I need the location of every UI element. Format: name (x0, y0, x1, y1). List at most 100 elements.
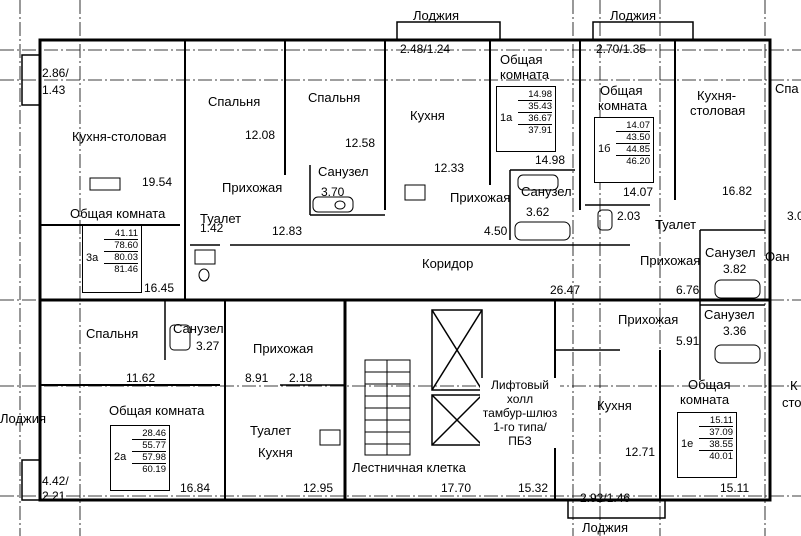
apartment-box-2a: 2а 28.46 55.77 57.98 60.19 (110, 425, 170, 491)
apartment-value: 35.43 (518, 101, 552, 113)
room-living-3a: Общая комната (70, 206, 166, 221)
lift-hall-line-1: Лифтовый (491, 378, 549, 392)
room-kitchen-dining-1: Кухня-столовая (72, 129, 167, 144)
apartment-code: 3а (86, 252, 99, 264)
area-12-08: 12.08 (245, 128, 276, 142)
area-3-70: 3.70 (321, 185, 345, 199)
area-3-0: 3.0 (787, 209, 801, 223)
room-bedroom-2: Спальня (308, 90, 361, 105)
apartment-box-1a: 1а 14.98 35.43 36.67 37.91 (496, 86, 556, 152)
area-3-62: 3.62 (526, 205, 550, 219)
room-hall-1: Прихожая (222, 180, 283, 195)
area-14-07: 14.07 (623, 185, 654, 199)
apartment-value: 80.03 (104, 252, 138, 264)
loggia-label-left: Лоджия (0, 411, 47, 426)
apartment-value: 55.77 (132, 440, 166, 452)
apartment-value: 15.11 (699, 415, 733, 427)
loggia-label-top-left: Лоджия (413, 8, 460, 23)
room-bathroom-3: Санузел (705, 245, 756, 260)
loggia-area-left-bottom-a: 4.42/ (42, 474, 69, 488)
lift-shafts (431, 309, 483, 446)
area-16-84: 16.84 (180, 481, 211, 495)
area-12-58: 12.58 (345, 136, 376, 150)
room-edge-sto: сто (782, 395, 801, 410)
room-hall-4: Прихожая (618, 312, 679, 327)
room-hall-3: Прихожая (640, 253, 701, 268)
apartment-value: 37.91 (528, 125, 552, 136)
area-11-62: 11.62 (126, 371, 156, 385)
apartment-value: 44.85 (616, 144, 650, 156)
room-toilet-1: Туалет (200, 211, 242, 226)
room-bathroom-1: Санузел (318, 164, 369, 179)
room-kitchen-3: Кухня (258, 445, 293, 460)
apartment-box-1e: 1е 15.11 37.09 38.55 40.01 (677, 412, 737, 478)
area-15-32: 15.32 (518, 481, 549, 495)
loggia-area-left-top-a: 2.86/ (42, 66, 69, 80)
area-14-98: 14.98 (535, 153, 566, 167)
apartment-value: 40.01 (709, 451, 733, 462)
loggia-area-bottom: 2.92/1.46 (580, 491, 631, 505)
room-living-1e-top: Общая (688, 377, 731, 392)
lift-hall-line-5: ПБЗ (508, 434, 532, 448)
lift-hall-line-2: холл (506, 392, 534, 406)
area-12-71: 12.71 (625, 445, 656, 459)
room-stair: Лестничная клетка (352, 460, 466, 475)
room-living-1a-top: Общая (500, 52, 543, 67)
area-5-91: 5.91 (676, 334, 700, 348)
area-2-18: 2.18 (289, 371, 313, 385)
room-edge-oan: Оан (765, 249, 790, 264)
lift-hall-line-4: 1-го типа/ (493, 420, 547, 434)
room-lift-hall: Лифтовый холл тамбур-шлюз 1-го типа/ ПБЗ (480, 378, 560, 448)
room-living-1e-bottom: комната (680, 392, 730, 407)
room-toilet-3: Туалет (250, 423, 292, 438)
apartment-value: 46.20 (626, 156, 650, 167)
room-bathroom-4: Санузел (173, 321, 224, 336)
area-3-82: 3.82 (723, 262, 747, 276)
loggia-area-left-top-b: 1.43 (42, 83, 66, 97)
room-kitchen-2: Кухня (597, 398, 632, 413)
loggia-area-left-bottom-b: 2.21 (42, 489, 66, 503)
apartment-code: 2а (114, 451, 127, 463)
room-living-1a-bottom: комната (500, 67, 550, 82)
apartment-code: 1а (500, 112, 513, 124)
lift-hall-line-3: тамбур-шлюз (482, 406, 558, 420)
apartment-code: 1б (598, 143, 611, 155)
area-12-95: 12.95 (303, 481, 334, 495)
room-corridor: Коридор (422, 256, 474, 271)
area-3-27: 3.27 (196, 339, 220, 353)
apartment-value: 41.11 (104, 228, 138, 240)
apartment-box-3a: 3а 41.11 78.60 80.03 81.46 (82, 225, 142, 293)
area-17-70: 17.70 (441, 481, 472, 495)
apartment-value: 78.60 (104, 240, 138, 252)
area-8-91: 8.91 (245, 371, 269, 385)
area-6-76: 6.76 (676, 283, 700, 297)
apartment-value: 60.19 (142, 464, 166, 475)
area-15-11: 15.11 (720, 481, 750, 495)
apartment-value: 37.09 (699, 427, 733, 439)
room-bathroom-2: Санузел (521, 184, 572, 199)
room-edge-spa: Спа (775, 81, 799, 96)
room-bedroom-3: Спальня (86, 326, 139, 341)
loggia-area-top-right: 2.70/1.35 (596, 42, 647, 56)
apartment-value: 81.46 (114, 264, 138, 275)
apartment-value: 14.07 (616, 120, 650, 132)
area-1-42: 1.42 (200, 221, 224, 235)
loggia-area-top-left: 2.48/1.24 (400, 42, 451, 56)
room-hall-2: Прихожая (450, 190, 511, 205)
area-19-54: 19.54 (142, 175, 173, 189)
room-bathroom-5: Санузел (704, 307, 755, 322)
room-toilet-2: Туалет (655, 217, 697, 232)
area-12-33: 12.33 (434, 161, 465, 175)
apartment-value: 38.55 (699, 439, 733, 451)
apartment-code: 1е (681, 438, 694, 450)
room-kitchen-dining-2-bottom: столовая (690, 103, 746, 118)
room-kitchen-dining-2-top: Кухня- (697, 88, 737, 103)
room-kitchen-1: Кухня (410, 108, 445, 123)
room-living-2a: Общая комната (109, 403, 205, 418)
area-26-47: 26.47 (550, 283, 581, 297)
room-living-1b-bottom: комната (598, 98, 648, 113)
fixtures (89, 174, 761, 446)
area-2-03: 2.03 (617, 209, 641, 223)
area-16-45: 16.45 (144, 281, 175, 295)
apartment-value: 57.98 (132, 452, 166, 464)
